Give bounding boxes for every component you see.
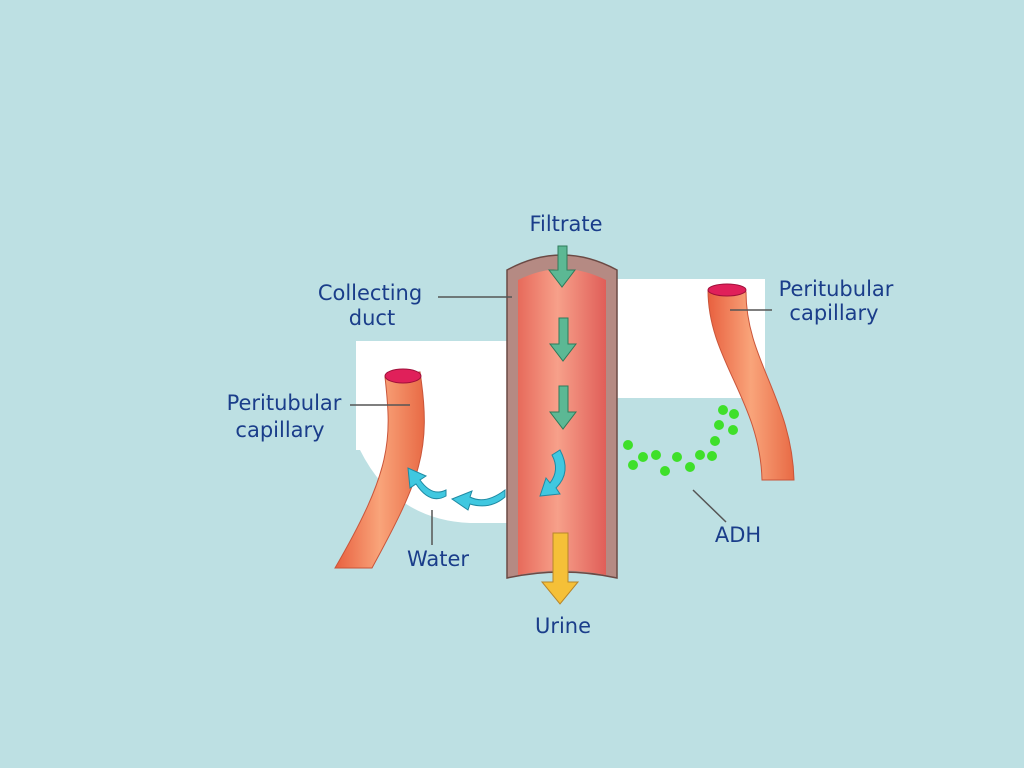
adh-leader — [692, 489, 727, 523]
label-urine: Urine — [535, 614, 591, 638]
adh-dot — [623, 440, 633, 450]
water-arrow-into-capillary — [407, 467, 447, 500]
filtrate-arrow-1 — [547, 245, 577, 288]
adh-dot — [729, 409, 739, 419]
adh-dot — [638, 452, 648, 462]
label-peritubular-right-line1: Peritubular — [779, 277, 894, 301]
label-water: Water — [407, 547, 469, 571]
adh-dot — [707, 451, 717, 461]
capillary-opening-left — [384, 368, 422, 384]
water-arrow-in-duct — [539, 449, 566, 497]
adh-dot — [695, 450, 705, 460]
label-collecting-duct-line1: Collecting — [318, 281, 422, 305]
label-peritubular-right-line2: capillary — [789, 301, 878, 325]
adh-dot — [660, 466, 670, 476]
adh-dot — [710, 436, 720, 446]
label-peritubular-left-line2: capillary — [235, 418, 324, 442]
adh-dot — [651, 450, 661, 460]
adh-dot — [718, 405, 728, 415]
filtrate-arrow-2 — [548, 317, 578, 362]
adh-dot — [685, 462, 695, 472]
water-arrow-to-capillary — [450, 489, 506, 511]
adh-molecules — [623, 405, 739, 476]
label-adh: ADH — [715, 523, 761, 547]
filtrate-arrows — [547, 245, 578, 430]
adh-dot — [728, 425, 738, 435]
water-arrows — [407, 449, 566, 511]
filtrate-arrow-3 — [548, 385, 578, 430]
peritubular-capillary-left — [334, 368, 425, 569]
label-collecting-duct-line2: duct — [349, 306, 395, 330]
urine-arrow — [540, 532, 580, 605]
leader-lines — [350, 296, 772, 545]
capillary-opening-right — [707, 283, 747, 297]
adh-dot — [628, 460, 638, 470]
peritubular-capillary-right — [707, 283, 795, 481]
adh-dot — [672, 452, 682, 462]
label-peritubular-left-line1: Peritubular — [227, 391, 342, 415]
label-filtrate: Filtrate — [529, 212, 602, 236]
adh-dot — [714, 420, 724, 430]
